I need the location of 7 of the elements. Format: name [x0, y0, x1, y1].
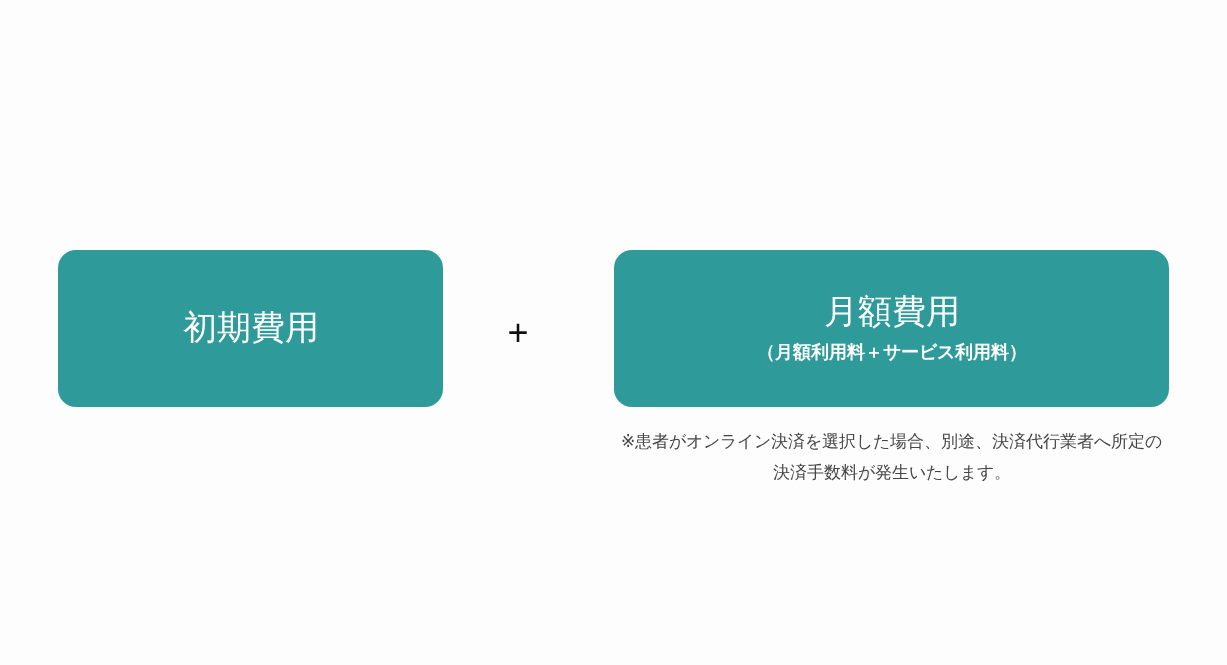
footnote: ※患者がオンライン決済を選択した場合、別途、決済代行業者へ所定の決済手数料が発生いたします。 — [619, 431, 1164, 484]
cost-box — [58, 250, 443, 407]
box-subtitle: （月額利用料＋サービス利用料） — [756, 341, 1027, 365]
plus-sign: + — [507, 315, 529, 351]
box-title: 初期費用 — [182, 308, 319, 349]
box-title: 月額費用 — [823, 292, 960, 333]
cost-box — [614, 250, 1169, 407]
